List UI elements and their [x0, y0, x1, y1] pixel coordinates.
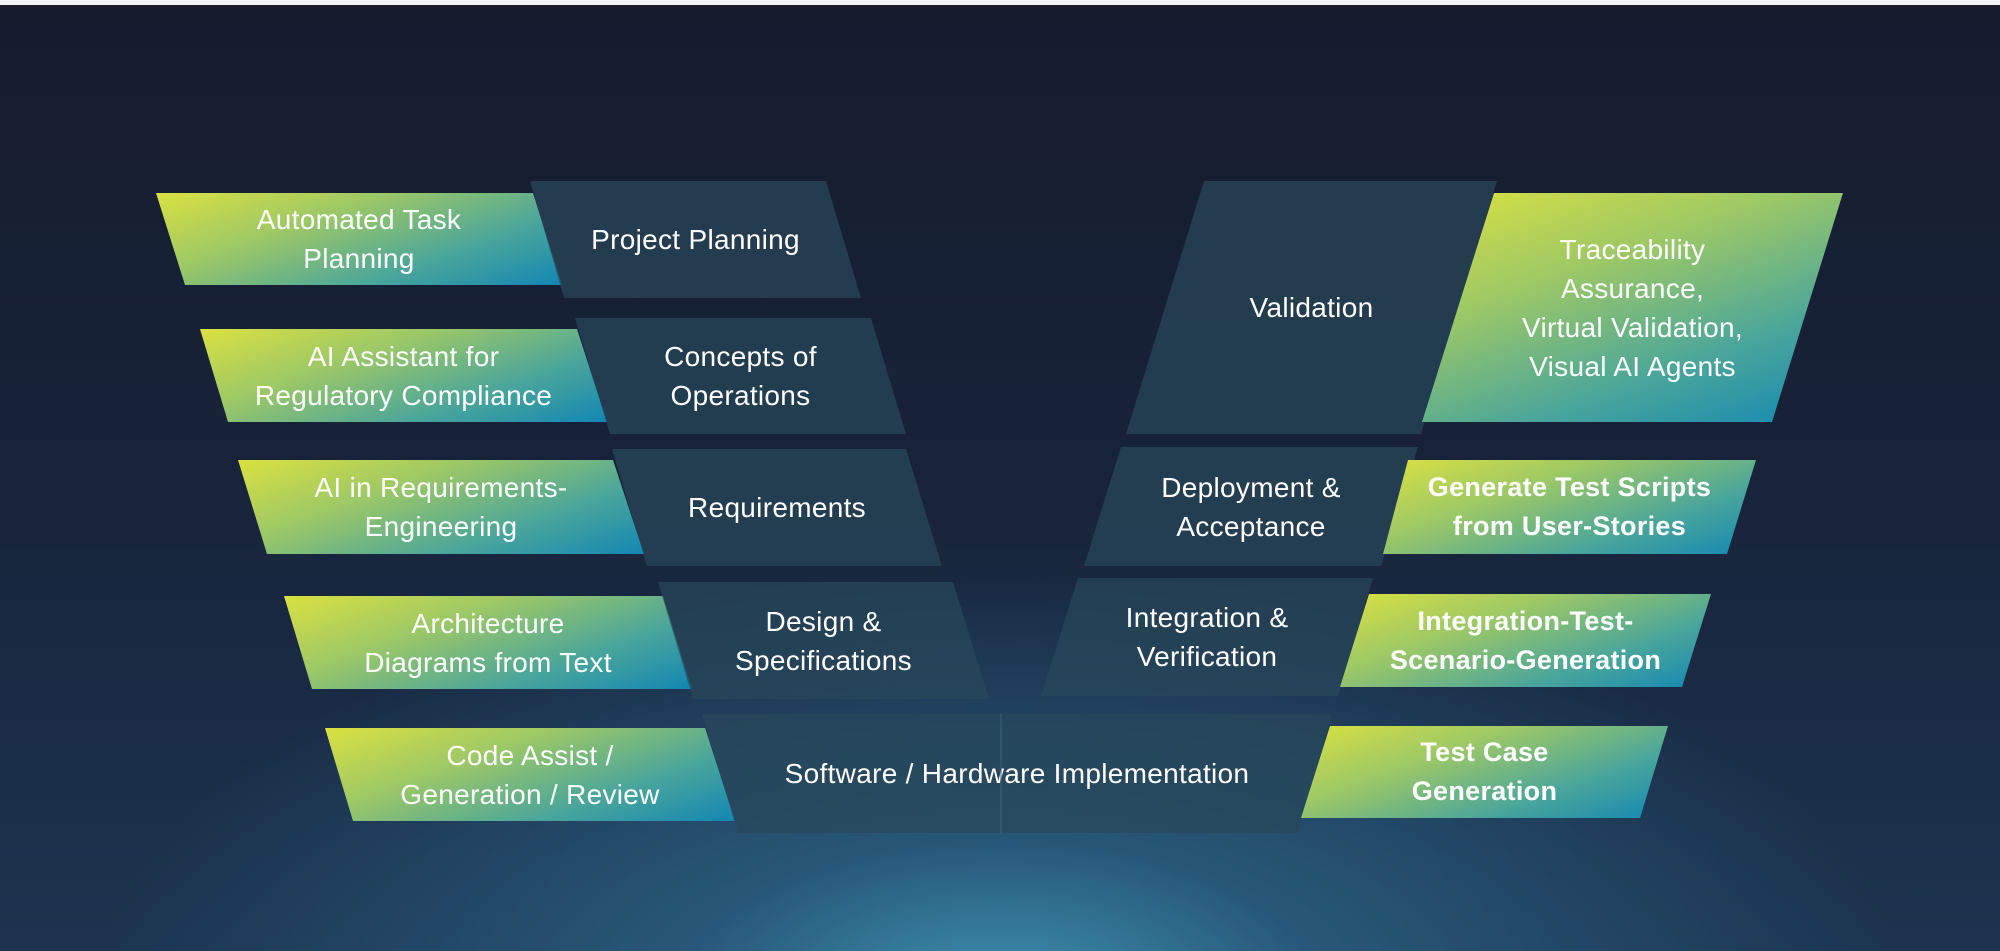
ai-box-automated-task-planning: Automated Task Planning — [156, 193, 562, 285]
ai-box-integration-test-scenarios: Integration-Test- Scenario-Generation — [1340, 594, 1711, 687]
top-border — [0, 0, 2000, 5]
ai-box-traceability: Traceability Assurance, Virtual Validati… — [1422, 193, 1843, 422]
phase-deployment-acceptance: Deployment & Acceptance — [1084, 447, 1418, 566]
implementation-seam — [1000, 714, 1002, 833]
ai-box-test-case-generation: Test Case Generation — [1301, 726, 1668, 818]
phase-integration-verification: Integration & Verification — [1041, 578, 1373, 696]
ai-box-code-assist: Code Assist / Generation / Review — [325, 728, 735, 821]
ai-box-regulatory-compliance: AI Assistant for Regulatory Compliance — [200, 329, 607, 422]
phase-requirements: Requirements — [612, 449, 942, 566]
phase-implementation: Software / Hardware Implementation — [702, 714, 1332, 833]
phase-project-planning: Project Planning — [530, 181, 861, 298]
ai-box-requirements-engineering: AI in Requirements- Engineering — [238, 460, 644, 554]
ai-box-architecture-diagrams: Architecture Diagrams from Text — [284, 596, 692, 689]
ai-box-generate-test-scripts: Generate Test Scripts from User-Stories — [1383, 460, 1756, 554]
phase-design-specifications: Design & Specifications — [658, 582, 989, 699]
phase-concepts-of-operations: Concepts of Operations — [575, 318, 906, 434]
